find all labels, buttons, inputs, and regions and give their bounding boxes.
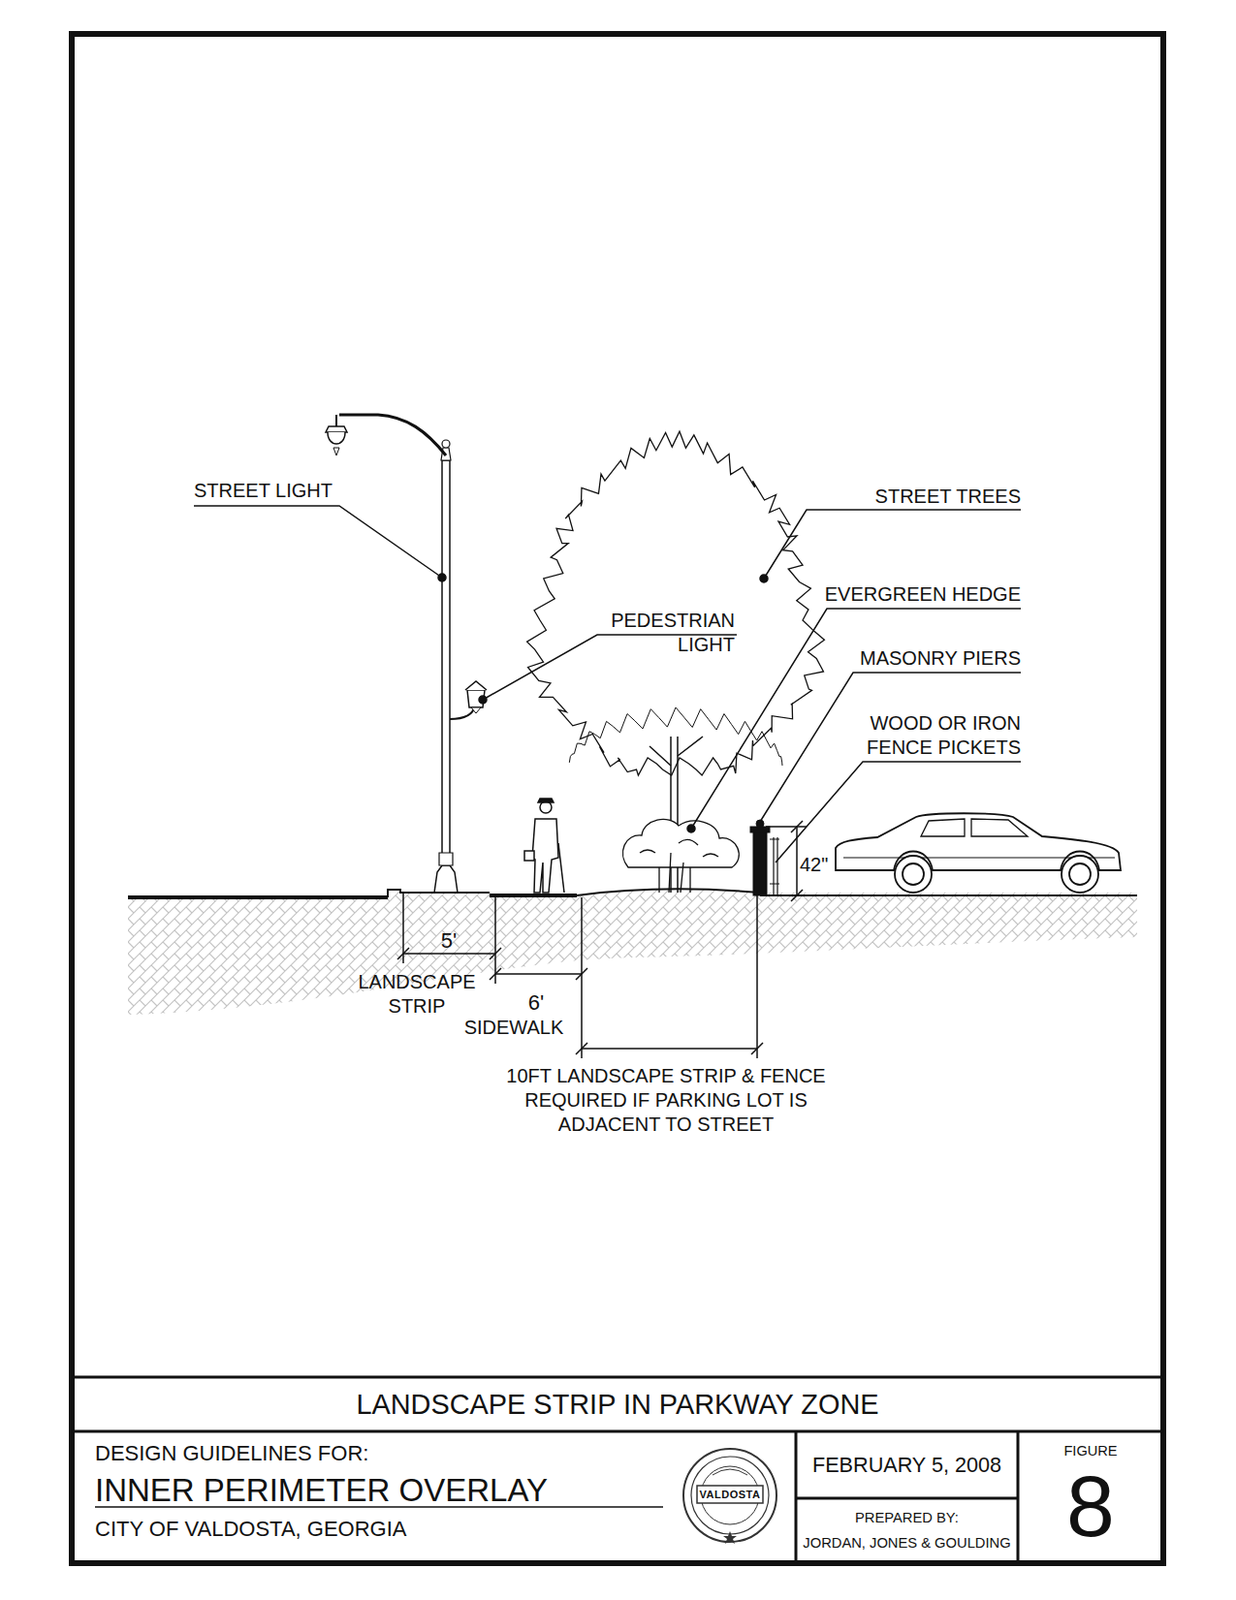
drawing-stroke: [659, 853, 691, 893]
drawing-stroke: [1061, 855, 1099, 893]
drawing-stroke: [763, 509, 1021, 579]
drawing-stroke: [795, 1497, 1018, 1501]
drawing-stroke: [524, 851, 535, 861]
drawing-stroke: [760, 672, 1021, 823]
drawing-stroke: [649, 736, 703, 766]
street-light: [325, 414, 462, 893]
drawing-stroke: [438, 573, 446, 582]
title-block-lines: [71, 1377, 1164, 1564]
callout-label: 10FT LANDSCAPE STRIP & FENCE REQUIRED IF…: [496, 1064, 836, 1138]
drawing-stroke: [327, 432, 346, 444]
ground-hatch: [127, 888, 1138, 1015]
drawing-stroke: [403, 953, 758, 1049]
masonry-pier: [750, 820, 770, 896]
drawing-stroke: [920, 819, 1028, 837]
drawing-stroke: [532, 819, 559, 893]
drawing-stroke: [430, 891, 462, 894]
pedestrian-light: [449, 681, 487, 720]
evergreen-hedge: [623, 819, 740, 893]
title-block-text: DESIGN GUIDELINES FOR:: [95, 1441, 369, 1466]
figure-cell: FIGURE8: [1017, 1431, 1164, 1564]
city-seal: [683, 1449, 777, 1545]
drawing-stroke: [670, 736, 678, 893]
dimension-value: 5': [429, 927, 469, 955]
drawing-stroke: [335, 414, 338, 427]
drawing-stroke: [471, 707, 481, 714]
drawing-stroke: [71, 1430, 1164, 1434]
drawing-stroke: [193, 506, 443, 578]
tree-crown-detail: [569, 707, 783, 766]
parked-car: [835, 813, 1121, 893]
drawing-stroke: [478, 696, 487, 704]
drawing-stroke: [489, 893, 577, 898]
callout-label: STREET LIGHT: [193, 478, 359, 504]
project-cell: DESIGN GUIDELINES FOR: INNER PERIMETER OV…: [71, 1431, 654, 1564]
drawing-stroke: [894, 855, 932, 893]
callout-label: EVERGREEN HEDGE: [797, 582, 1021, 607]
drawing-stroke: [434, 865, 458, 893]
title-block-text: INNER PERIMETER OVERLAY: [95, 1472, 548, 1510]
callout-label: STREET TREES: [826, 484, 1021, 509]
drawing-stroke: [539, 801, 552, 814]
title-block-text: PREPARED BY:: [795, 1510, 1018, 1527]
title-block-text: CITY OF VALDOSTA, GEORGIA: [95, 1517, 408, 1542]
fence-pickets: [769, 837, 780, 896]
drawing-stroke: [753, 830, 767, 896]
drawing-stroke: [397, 948, 763, 1055]
drawing-stroke: [639, 839, 719, 857]
drawing-stroke: [558, 843, 565, 893]
title-block-text: FEBRUARY 5, 2008: [795, 1453, 1018, 1478]
sheet-frame: [71, 33, 1164, 1564]
drawing-stroke: [760, 574, 768, 583]
drawing-stroke: [697, 1486, 763, 1504]
drawing-stroke: [723, 1531, 737, 1545]
tree-crown-outline: [527, 431, 825, 776]
drawing-stroke: [333, 447, 340, 456]
drawing-stroke: [439, 853, 453, 866]
drawing-stroke: [691, 1457, 769, 1535]
ground-surface: [127, 888, 1138, 898]
callout-label: MASONRY PIERS: [826, 646, 1021, 671]
drawing-stroke: [538, 798, 554, 803]
drawing-stroke: [339, 414, 446, 456]
street-tree-trunk: [649, 736, 703, 893]
figure-number: 8: [1017, 1455, 1164, 1558]
seal-text: VALDOSTA: [697, 1486, 763, 1504]
drawing-stroke: [325, 426, 348, 433]
title-block-text: JORDAN, JONES & GOULDING: [795, 1535, 1018, 1553]
drawing-stroke: [760, 894, 1138, 897]
callout-label: WOOD OR IRON FENCE PICKETS: [846, 711, 1021, 761]
dimension-value: 42": [799, 853, 839, 878]
drawing-stroke: [465, 681, 487, 691]
drawing-stroke: [683, 1449, 777, 1543]
leader-lines: [193, 506, 1021, 863]
callout-label: LANDSCAPE STRIP: [348, 970, 485, 1019]
drawing-stroke: [71, 1376, 1164, 1380]
title-block-text: LANDSCAPE STRIP IN PARKWAY ZONE: [71, 1389, 1164, 1422]
tree-crown: [527, 431, 825, 776]
drawing-stroke: [623, 819, 740, 868]
dimension-value: 6': [516, 989, 556, 1017]
title-band: LANDSCAPE STRIP IN PARKWAY ZONE: [71, 1377, 1164, 1432]
drawing-stroke: [127, 895, 388, 900]
drawing-stroke: [902, 863, 924, 886]
callout-label: SIDEWALK: [450, 1015, 577, 1041]
preparer-cell: PREPARED BY: JORDAN, JONES & GOULDING: [795, 1498, 1018, 1564]
drawing-stroke: [769, 837, 780, 896]
drawing-stroke: [712, 1469, 748, 1476]
drawing-stroke: [442, 460, 450, 868]
drawing-stroke: [687, 824, 696, 833]
drawing-stroke: [775, 761, 1021, 863]
title-block-text: FIGURE: [1017, 1443, 1164, 1460]
callout-label: PEDESTRIAN LIGHT: [589, 608, 735, 658]
drawing-stroke: [442, 440, 450, 448]
drawing-stroke: [1069, 863, 1091, 886]
drawing-stroke: [691, 608, 1021, 829]
date-cell: FEBRUARY 5, 2008: [795, 1431, 1018, 1499]
pedestrian-figure: [524, 798, 565, 893]
